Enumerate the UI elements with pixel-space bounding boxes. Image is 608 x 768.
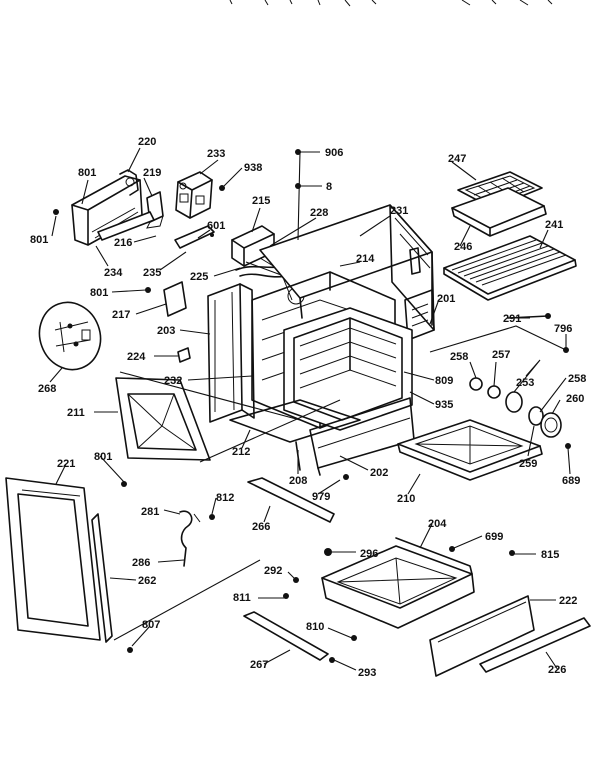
leader-lines bbox=[49, 147, 571, 671]
part-oven-cavity-809 bbox=[283, 307, 413, 431]
part-bracket-217 bbox=[163, 281, 187, 317]
label-259: 259 bbox=[519, 458, 537, 470]
label-247: 247 bbox=[448, 153, 466, 165]
label-219: 219 bbox=[143, 167, 161, 179]
label-224: 224 bbox=[127, 351, 146, 363]
label-268: 268 bbox=[38, 383, 56, 395]
label-807: 807 bbox=[142, 619, 160, 631]
part-rail-266 bbox=[247, 477, 335, 523]
part-trim-226 bbox=[479, 617, 591, 673]
part-switch-235 bbox=[174, 225, 215, 249]
label-796: 796 bbox=[554, 323, 572, 335]
label-246: 246 bbox=[454, 241, 472, 253]
fasteners bbox=[53, 149, 571, 663]
label-210: 210 bbox=[397, 493, 415, 505]
label-220: 220 bbox=[138, 136, 156, 148]
label-211: 211 bbox=[67, 407, 85, 419]
label-212: 212 bbox=[232, 446, 250, 458]
label-232: 232 bbox=[164, 375, 182, 387]
label-258-a: 258 bbox=[450, 351, 468, 363]
label-257: 257 bbox=[492, 349, 510, 361]
part-door-221 bbox=[5, 477, 101, 641]
part-side-panel-201 bbox=[404, 289, 435, 341]
label-204: 204 bbox=[428, 518, 447, 530]
label-689: 689 bbox=[562, 475, 580, 487]
label-601: 601 bbox=[207, 220, 225, 232]
label-809: 809 bbox=[435, 375, 453, 387]
label-292: 292 bbox=[264, 565, 282, 577]
label-228: 228 bbox=[310, 207, 328, 219]
label-906: 906 bbox=[325, 147, 343, 159]
label-217: 217 bbox=[112, 309, 130, 321]
label-234: 234 bbox=[104, 267, 123, 279]
part-rail-267 bbox=[243, 611, 329, 661]
label-8: 8 bbox=[326, 181, 332, 193]
part-labels: 220 233 938 906 8 247 801 219 215 228 23… bbox=[30, 136, 586, 679]
part-front-frame-203 bbox=[207, 283, 255, 423]
part-hinge-281 bbox=[179, 510, 201, 567]
label-226: 226 bbox=[548, 664, 566, 676]
label-935: 935 bbox=[435, 399, 453, 411]
label-201: 201 bbox=[437, 293, 455, 305]
label-291: 291 bbox=[503, 313, 521, 325]
label-253: 253 bbox=[516, 377, 534, 389]
label-286: 286 bbox=[132, 557, 150, 569]
label-258-b: 258 bbox=[568, 373, 586, 385]
part-detail-268 bbox=[38, 301, 102, 371]
label-235: 235 bbox=[143, 267, 161, 279]
label-225: 225 bbox=[190, 271, 208, 283]
label-801-c: 801 bbox=[90, 287, 108, 299]
label-801-d: 801 bbox=[94, 451, 112, 463]
part-drawer-pan-210 bbox=[397, 419, 543, 481]
part-clip-224 bbox=[177, 347, 191, 363]
label-801-b: 801 bbox=[30, 234, 48, 246]
part-oven-rack-241 bbox=[443, 235, 577, 301]
part-controller-233 bbox=[175, 171, 213, 219]
label-215: 215 bbox=[252, 195, 270, 207]
label-801-a: 801 bbox=[78, 167, 96, 179]
label-262: 262 bbox=[138, 575, 156, 587]
label-241: 241 bbox=[545, 219, 563, 231]
part-strip-216 bbox=[97, 211, 155, 241]
label-216: 216 bbox=[114, 237, 132, 249]
top-edge-fragments bbox=[229, 0, 553, 7]
label-214: 214 bbox=[356, 253, 375, 265]
label-222: 222 bbox=[559, 595, 577, 607]
label-266: 266 bbox=[252, 521, 270, 533]
label-281: 281 bbox=[141, 506, 159, 518]
part-seal-262 bbox=[91, 513, 113, 643]
label-938: 938 bbox=[244, 162, 262, 174]
label-699: 699 bbox=[485, 531, 503, 543]
label-208: 208 bbox=[289, 475, 307, 487]
label-811: 811 bbox=[233, 592, 251, 604]
part-door-inner-211 bbox=[115, 377, 211, 461]
label-233: 233 bbox=[207, 148, 225, 160]
label-815: 815 bbox=[541, 549, 559, 561]
label-231: 231 bbox=[390, 205, 408, 217]
part-drawer-front-222 bbox=[429, 595, 535, 677]
label-221: 221 bbox=[57, 458, 75, 470]
label-260: 260 bbox=[566, 393, 584, 405]
label-293: 293 bbox=[358, 667, 376, 679]
label-979: 979 bbox=[312, 491, 330, 503]
label-203: 203 bbox=[157, 325, 175, 337]
label-810: 810 bbox=[306, 621, 324, 633]
label-267: 267 bbox=[250, 659, 268, 671]
label-296: 296 bbox=[360, 548, 378, 560]
part-knob-assembly bbox=[429, 315, 567, 438]
part-broil-pan-246 bbox=[451, 187, 547, 237]
label-202: 202 bbox=[370, 467, 388, 479]
label-812: 812 bbox=[216, 492, 234, 504]
